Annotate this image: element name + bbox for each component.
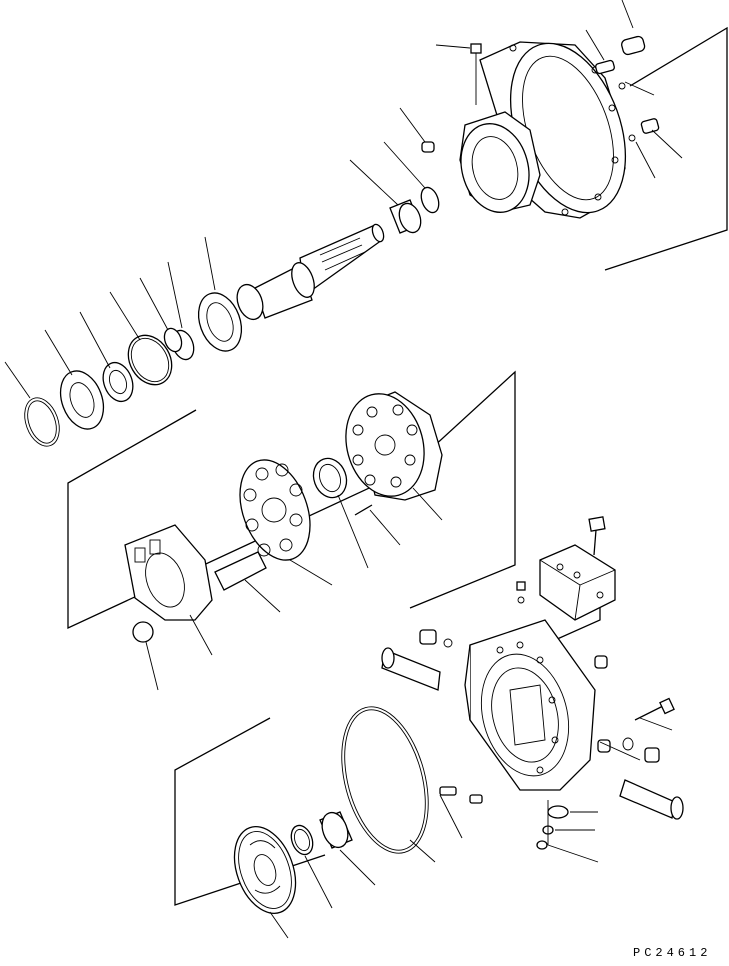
end-cover-group bbox=[381, 516, 684, 863]
rear-flange-housing bbox=[399, 0, 683, 219]
figure-reference-code: PC24612 bbox=[633, 946, 712, 960]
rotating-group bbox=[124, 391, 443, 691]
drive-shaft-group bbox=[4, 141, 440, 447]
valve-plate-group bbox=[233, 706, 436, 939]
